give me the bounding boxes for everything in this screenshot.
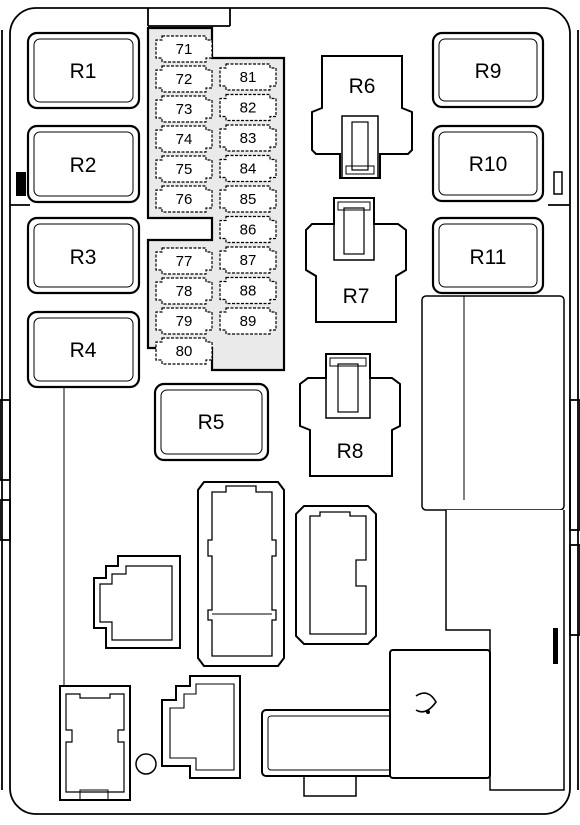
- fuse-74-label: 74: [176, 131, 193, 148]
- relay-r5-label: R5: [198, 411, 225, 434]
- right-side-clip-1: [569, 399, 580, 531]
- socket-bottom-right: [389, 649, 491, 779]
- large-block-upper: [421, 295, 565, 511]
- fuse-77-label: 77: [176, 253, 193, 270]
- fuse-78: 78: [155, 277, 213, 305]
- fuse-73: 73: [155, 95, 213, 123]
- fuse-84-label: 84: [240, 161, 257, 178]
- fuse-71-label: 71: [176, 41, 193, 58]
- fuse-77: 77: [155, 247, 213, 275]
- fuse-83-label: 83: [240, 130, 257, 147]
- fuse-85-label: 85: [240, 191, 257, 208]
- left-side-clip-2: [0, 499, 11, 541]
- fuse-87: 87: [219, 246, 277, 274]
- left-side-clip-1: [0, 399, 11, 481]
- fuse-79: 79: [155, 307, 213, 335]
- fuse-87-label: 87: [240, 252, 257, 269]
- socket-bottom-wide: [261, 709, 399, 797]
- relay-r1: R1: [26, 31, 141, 110]
- socket-center-tall: [197, 481, 285, 667]
- relay-r8: R8: [299, 353, 401, 477]
- relay-r9: R9: [431, 31, 545, 109]
- fuse-76-label: 76: [176, 191, 193, 208]
- fuse-74: 74: [155, 125, 213, 153]
- fuse-89-label: 89: [240, 313, 257, 330]
- fuse-89: 89: [219, 307, 277, 335]
- relay-r9-label: R9: [475, 60, 502, 83]
- fuse-78-label: 78: [176, 283, 193, 300]
- relay-r4: R4: [26, 310, 141, 389]
- relay-r5: R5: [153, 382, 270, 462]
- relay-r7-label: R7: [343, 285, 370, 308]
- fuse-73-label: 73: [176, 101, 193, 118]
- fuse-86-label: 86: [240, 222, 257, 239]
- fuse-71: 71: [155, 35, 213, 63]
- relay-r3-label: R3: [70, 246, 97, 269]
- socket-left-center: [93, 555, 181, 649]
- fuse-86: 86: [219, 215, 277, 244]
- relay-r11: R11: [431, 216, 545, 295]
- housing: [0, 7, 580, 815]
- mounting-hole: [135, 753, 157, 775]
- fuse-79-label: 79: [176, 313, 193, 330]
- fuse-75-label: 75: [176, 161, 193, 178]
- relay-r6: R6: [311, 55, 413, 179]
- socket-right-center: [295, 505, 377, 645]
- relay-r6-label: R6: [349, 75, 376, 98]
- fuse-85: 85: [219, 185, 277, 213]
- socket-bottom-left: [59, 685, 131, 801]
- fuse-cells: 71 72 73 74 75 76 77 78 79 80 81 82 83 84 85 86 87 88 89: [155, 35, 277, 365]
- fuse-88-label: 88: [240, 283, 257, 300]
- large-right-block: [421, 295, 565, 791]
- socket-bottom-center: [161, 675, 241, 779]
- fuse-72-label: 72: [176, 71, 193, 88]
- fuse-81-label: 81: [240, 69, 257, 86]
- fuse-83: 83: [219, 124, 277, 152]
- relay-r10: R10: [431, 124, 545, 203]
- right-side-clip-2: [569, 544, 580, 636]
- fuse-76: 76: [155, 185, 213, 213]
- fuse-84: 84: [219, 154, 277, 183]
- relay-r2: R2: [26, 124, 141, 204]
- right-latch-mark: [553, 171, 563, 195]
- relay-r8-label: R8: [337, 440, 364, 463]
- relay-r1-label: R1: [70, 60, 97, 83]
- relay-r7: R7: [305, 197, 407, 323]
- relay-r3: R3: [26, 216, 141, 295]
- fuse-82: 82: [219, 93, 277, 122]
- relay-r11-label: R11: [470, 246, 507, 269]
- fuse-80-label: 80: [176, 343, 193, 360]
- fuse-80: 80: [155, 337, 213, 365]
- relay-r2-label: R2: [70, 154, 97, 177]
- fuse-82-label: 82: [240, 100, 257, 117]
- large-block-mark: [553, 628, 558, 664]
- relay-r10-label: R10: [469, 153, 508, 176]
- relay-r4-label: R4: [70, 339, 97, 362]
- fuse-75: 75: [155, 155, 213, 183]
- left-latch-mark: [16, 172, 26, 196]
- fuse-72: 72: [155, 65, 213, 93]
- fuse-88: 88: [219, 276, 277, 305]
- fuse-81: 81: [219, 63, 277, 91]
